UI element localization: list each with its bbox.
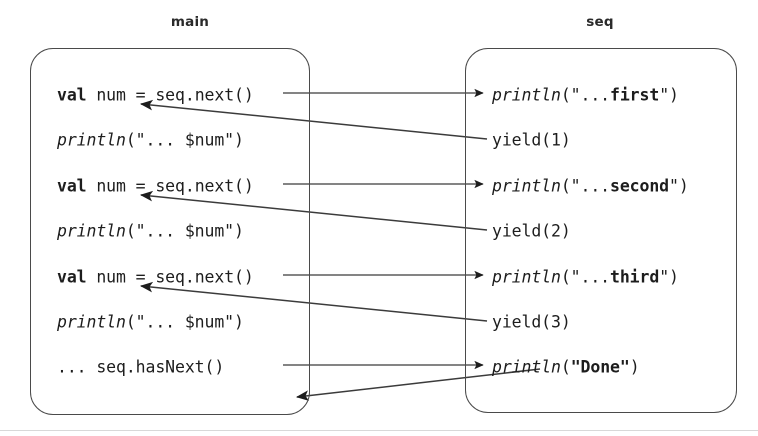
code-token: yield(3) — [492, 312, 571, 332]
code-line-seq-print-first: println("...first") — [492, 86, 679, 105]
code-token: yield(1) — [492, 130, 571, 150]
code-token: println — [492, 85, 561, 105]
code-token: ("... $num") — [125, 221, 244, 241]
code-line-main-next-3: val num = seq.next() — [57, 268, 254, 287]
code-line-main-print-2: println("... $num") — [57, 222, 244, 241]
code-token: num = seq.next() — [86, 85, 254, 105]
code-token: val — [57, 176, 87, 196]
code-token: ") — [659, 267, 679, 287]
code-token: println — [492, 267, 561, 287]
lane-box-main — [30, 48, 310, 415]
code-token: val — [57, 85, 87, 105]
code-line-main-print-3: println("... $num") — [57, 313, 244, 332]
code-line-seq-print-third: println("...third") — [492, 268, 679, 287]
code-token: third — [610, 267, 660, 287]
code-token: ("... — [560, 267, 611, 287]
code-token: ) — [629, 357, 640, 377]
code-line-main-hasnext: ... seq.hasNext() — [57, 358, 224, 377]
code-line-seq-yield-1: yield(1) — [492, 131, 571, 150]
code-token: ("... — [560, 176, 611, 196]
code-line-seq-yield-2: yield(2) — [492, 222, 571, 241]
code-token: println — [492, 357, 561, 377]
code-token: "Done" — [570, 357, 630, 377]
code-token: println — [57, 130, 126, 150]
footer-divider — [0, 430, 758, 431]
column-title-main: main — [170, 14, 210, 30]
code-token: println — [57, 312, 126, 332]
code-line-main-next-1: val num = seq.next() — [57, 86, 254, 105]
lane-box-seq — [465, 48, 737, 413]
code-token: second — [610, 176, 670, 196]
code-token: yield(2) — [492, 221, 571, 241]
code-token: ") — [669, 176, 689, 196]
code-line-seq-print-second: println("...second") — [492, 177, 689, 196]
code-token: ("... — [560, 85, 611, 105]
code-token: ( — [560, 357, 571, 377]
code-token: first — [610, 85, 660, 105]
code-token: ("... $num") — [125, 130, 244, 150]
column-title-seq: seq — [586, 14, 614, 30]
code-token: num = seq.next() — [86, 176, 254, 196]
code-token: println — [492, 176, 561, 196]
code-token: num = seq.next() — [86, 267, 254, 287]
code-line-seq-print-done: println("Done") — [492, 358, 640, 377]
code-line-main-next-2: val num = seq.next() — [57, 177, 254, 196]
code-line-main-print-1: println("... $num") — [57, 131, 244, 150]
code-token: println — [57, 221, 126, 241]
code-token: ("... $num") — [125, 312, 244, 332]
code-token: val — [57, 267, 87, 287]
code-line-seq-yield-3: yield(3) — [492, 313, 571, 332]
code-token: ") — [659, 85, 679, 105]
code-token: ... seq.hasNext() — [57, 357, 225, 377]
